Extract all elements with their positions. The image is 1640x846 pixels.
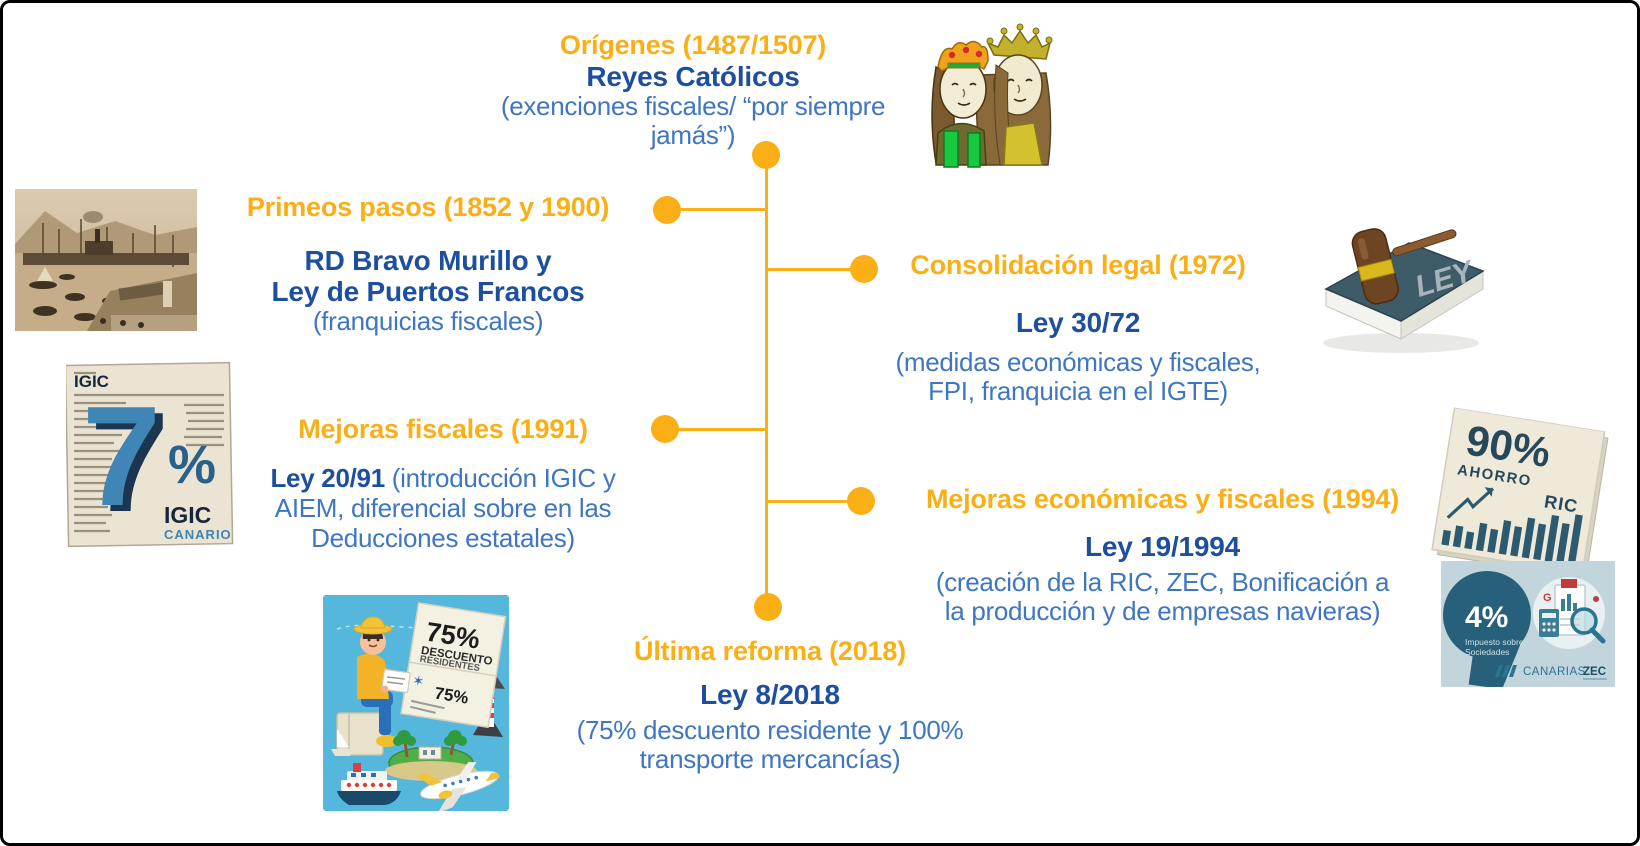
event-ultima-reforma-title: Última reforma (2018): [634, 636, 906, 666]
event-mejoras-fiscales-title: Mejoras fiscales (1991): [298, 414, 588, 444]
monarchs-icon: [931, 23, 1053, 168]
gavel-icon: [1351, 228, 1457, 305]
quay-figures: [100, 318, 144, 328]
event-primeros-pasos: Primeos pasos (1852 y 1900) RD Bravo Mur…: [193, 191, 663, 336]
queen-crown: [986, 29, 1052, 60]
desc-line: la producción y de empresas navieras): [944, 596, 1381, 626]
timeline-connector-mejoras-fiscales: [665, 428, 767, 431]
event-mejoras-fiscales-law: Ley 20/91: [270, 463, 385, 493]
event-consolidacion: Consolidación legal (1972) Ley 30/72 (me…: [848, 249, 1308, 406]
event-origenes-desc: (exenciones fiscales/ “por siempre jamás…: [443, 92, 943, 150]
desc-line: transporte mercancías): [639, 744, 901, 774]
event-primeros-law: RD Bravo Murillo y Ley de Puertos Franco…: [193, 245, 663, 307]
queen-figure: [975, 23, 1053, 166]
desc-line: AIEM, diferencial sobre en las: [274, 493, 612, 523]
desc-line: (medidas económicas y fiscales,: [895, 347, 1261, 377]
canario-brand: CANARIO: [164, 527, 232, 542]
desc-line: FPI, franquicia en el IGTE): [928, 376, 1228, 406]
mountain-silhouette: [15, 211, 197, 261]
audit-illustration: G: [1533, 577, 1606, 649]
event-consolidacion-title: Consolidación legal (1972): [910, 250, 1246, 280]
asterisk-mark: ✶: [411, 672, 425, 690]
timeline-connector-consolidacion: [766, 268, 864, 271]
igic-brand: IGIC: [164, 502, 211, 528]
seven-digit: 7: [82, 377, 161, 536]
timeline-dot-mejoras-fiscales: [651, 415, 679, 443]
event-mejoras-fiscales: Mejoras fiscales (1991) Ley 20/91 (intro…: [203, 413, 683, 553]
zec-small-text-2: Sociedades: [1465, 647, 1509, 657]
timeline-connector-mejoras-economicas: [766, 500, 861, 503]
event-primeros-title: Primeos pasos (1852 y 1900): [246, 192, 610, 222]
event-origenes-law: Reyes Católicos: [586, 61, 800, 92]
steam-smoke: [83, 211, 103, 223]
growth-chart: [1441, 487, 1583, 566]
pct-sign: %: [168, 435, 216, 495]
doc-letter: G: [1543, 592, 1552, 604]
ferry-icon: [337, 763, 401, 805]
desc-line: (exenciones fiscales/ “por siempre: [500, 91, 886, 121]
law-book-icon: LEY: [1323, 228, 1485, 353]
canarias-zec-logo: CANARIAS ZEC: [1495, 665, 1607, 680]
event-primeros-desc: (franquicias fiscales): [312, 306, 544, 336]
zec-small-text-1: Impuesto sobre: [1465, 637, 1524, 647]
desc-line: Deducciones estatales): [311, 523, 575, 553]
ric-card-icon: 90% AHORRO RIC: [1431, 407, 1609, 579]
queen-dress: [1003, 122, 1043, 166]
law-line: Ley de Puertos Francos: [271, 276, 585, 307]
timeline-dot-mejoras-economicas: [847, 487, 875, 515]
law-line: RD Bravo Murillo y: [304, 245, 552, 276]
zec-text: ZEC: [1583, 666, 1606, 678]
event-ultima-reforma-desc: (75% descuento residente y 100% transpor…: [515, 716, 1025, 774]
sailboat-icon: [331, 729, 355, 756]
timeline-connector-primeros-pasos: [667, 208, 767, 211]
event-mejoras-economicas-desc: (creación de la RIC, ZEC, Bonificación a…: [875, 568, 1450, 626]
igic-card-icon: IGIC 7 7 % IGIC CANARIO: [66, 361, 234, 547]
discount-75pct-illustration: 75% DESCUENTO RESIDENTES ✶ 75%: [323, 595, 509, 811]
zec-card-icon: 4% Impuesto sobre Sociedades G: [1441, 561, 1615, 687]
zec-4pct-illustration: 4% Impuesto sobre Sociedades G: [1441, 561, 1615, 687]
newsprint-lines: [74, 371, 224, 533]
event-consolidacion-desc: (medidas económicas y fiscales, FPI, fra…: [848, 348, 1308, 406]
event-origenes-title: Orígenes (1487/1507): [559, 30, 827, 60]
historic-harbor-photo: [15, 189, 197, 331]
sail: [37, 267, 53, 281]
harbor-photo-illustration: [15, 189, 197, 331]
discount-paper: 75% DESCUENTO RESIDENTES ✶ 75%: [400, 601, 507, 729]
event-mejoras-economicas-title: Mejoras económicas y fiscales (1994): [925, 484, 1400, 514]
ship-row: [23, 253, 189, 265]
desc-line: (75% descuento residente y 100%: [576, 715, 964, 745]
desc-line: (creación de la RIC, ZEC, Bonificación a: [935, 567, 1390, 597]
traveler-figure: [336, 616, 411, 756]
igic-header: IGIC: [74, 372, 109, 391]
teal-drop-shape: [1443, 571, 1531, 687]
event-mejoras-fiscales-desc: Ley 20/91 (introducción IGIC y AIEM, dif…: [203, 463, 683, 553]
canarias-text: CANARIAS: [1523, 666, 1586, 678]
seven-shadow: 7: [90, 383, 169, 542]
king-tunic: [943, 130, 959, 168]
event-mejoras-economicas-law: Ley 19/1994: [1084, 531, 1241, 562]
timeline-dot-ultima-reforma: [754, 593, 782, 621]
event-mejoras-economicas: Mejoras económicas y fiscales (1994) Ley…: [875, 483, 1450, 626]
event-consolidacion-law: Ley 30/72: [1015, 307, 1141, 338]
desc-line: jamás”): [650, 120, 736, 150]
steam-ship: [85, 241, 113, 255]
law-book-gavel-illustration: LEY: [1301, 211, 1491, 361]
airplane-icon: [415, 762, 500, 811]
igic-7pct-illustration: IGIC 7 7 % IGIC CANARIO: [66, 361, 234, 547]
king-figure: [931, 40, 989, 168]
reyes-catolicos-illustration: [908, 15, 1058, 170]
desc-line: Ley 20/91 (introducción IGIC y: [203, 463, 683, 493]
zec-4pct-text: 4%: [1465, 601, 1508, 634]
event-origenes: Orígenes (1487/1507) Reyes Católicos (ex…: [443, 29, 943, 150]
discount-card-icon: 75% DESCUENTO RESIDENTES ✶ 75%: [323, 595, 509, 811]
timeline-dot-consolidacion: [850, 255, 878, 283]
timeline-spine: [765, 155, 768, 607]
event-ultima-reforma: Última reforma (2018) Ley 8/2018 (75% de…: [515, 635, 1025, 774]
event-ultima-reforma-law: Ley 8/2018: [700, 679, 840, 710]
desc-inline: (introducción IGIC y: [384, 463, 616, 493]
timeline-dot-primeros-pasos: [653, 196, 681, 224]
timeline-dot-origenes: [752, 141, 780, 169]
ric-90pct-illustration: 90% AHORRO RIC: [1430, 407, 1611, 580]
